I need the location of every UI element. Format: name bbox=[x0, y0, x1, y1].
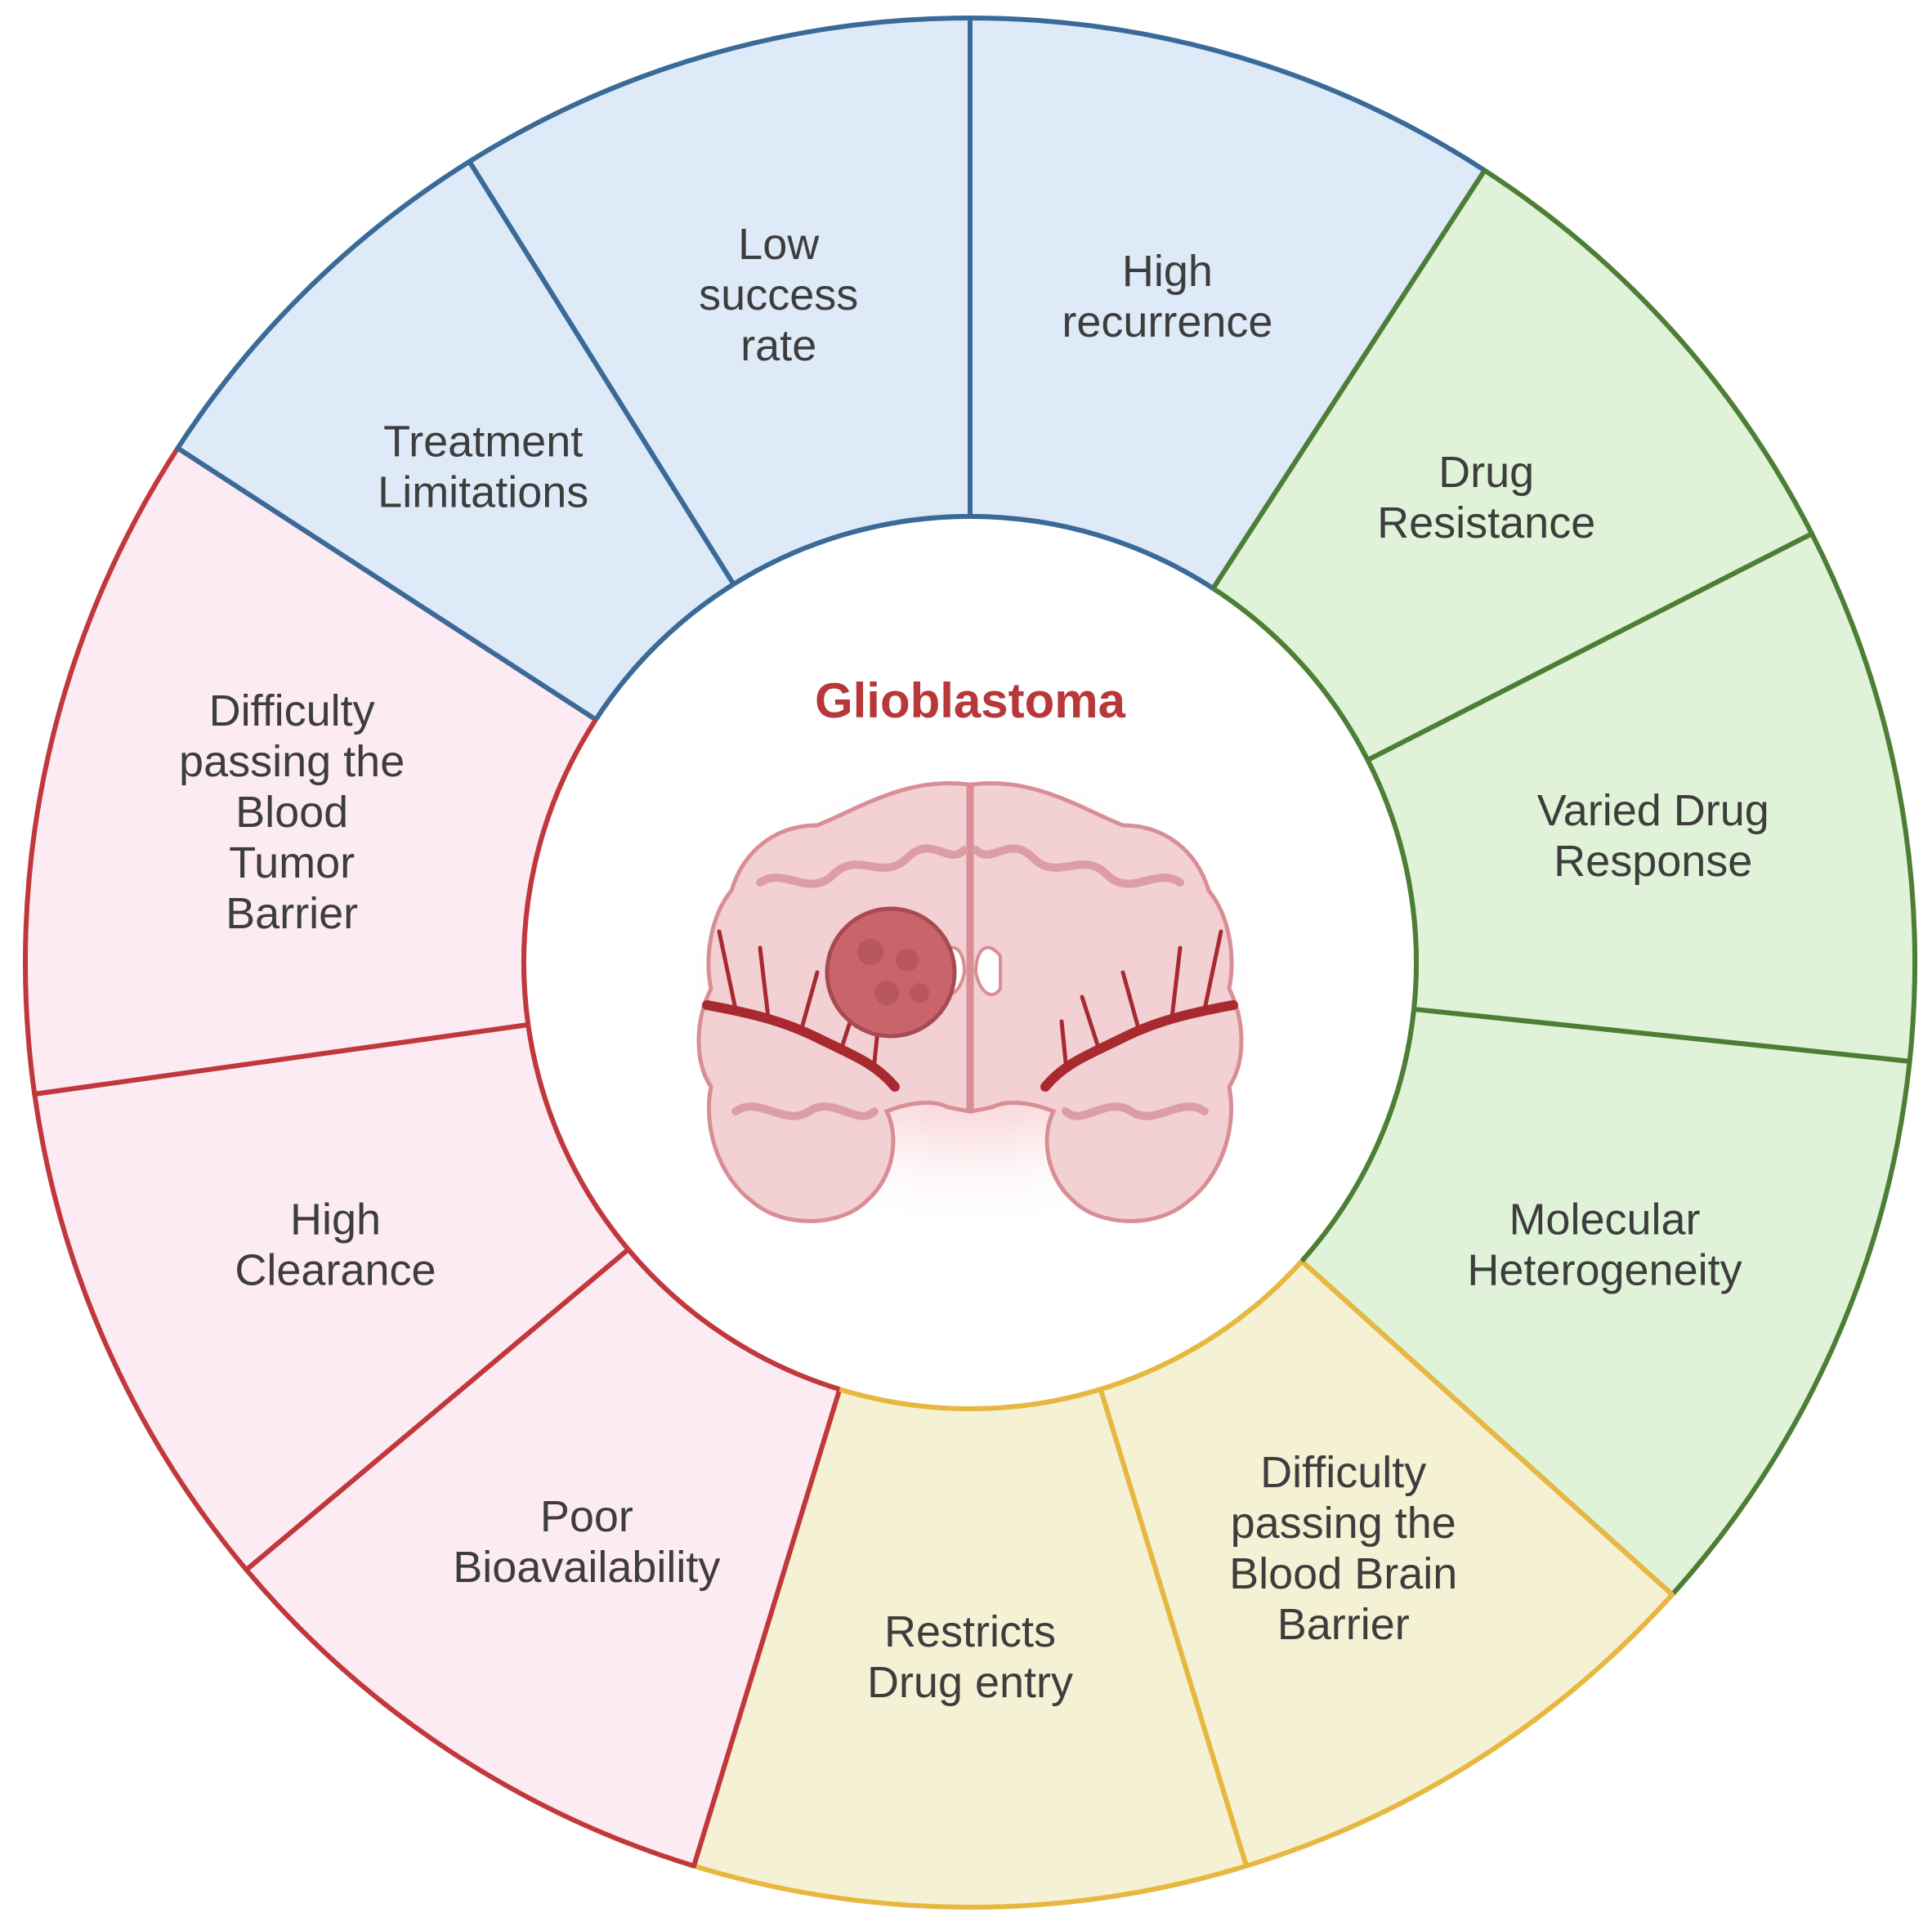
segment-label-line: recurrence bbox=[1062, 297, 1272, 346]
inner-border-6 bbox=[839, 1387, 1102, 1411]
inner-ring-borders bbox=[521, 514, 1419, 1411]
segment-label-line: Poor bbox=[540, 1492, 633, 1541]
segment-label-line: success bbox=[699, 270, 858, 320]
segment-label-line: Varied Drug bbox=[1537, 786, 1769, 835]
segment-label-line: Barrier bbox=[1277, 1600, 1410, 1649]
brain-with-tumor-icon bbox=[676, 760, 1264, 1234]
inner-border-7 bbox=[626, 1248, 841, 1392]
tumor-icon bbox=[825, 906, 957, 1039]
segment-label-line: High bbox=[1122, 247, 1213, 296]
segment-label-line: Heterogeneity bbox=[1467, 1246, 1742, 1295]
inner-border-4 bbox=[1299, 1008, 1416, 1263]
inner-border-2 bbox=[1211, 586, 1371, 762]
segments-layer bbox=[23, 16, 1917, 1910]
inner-border-5 bbox=[1099, 1259, 1304, 1392]
center-title: Glioblastoma bbox=[815, 673, 1126, 728]
segment-label-line: Response bbox=[1554, 837, 1752, 886]
inner-border-11 bbox=[732, 514, 971, 587]
inner-border-10 bbox=[593, 582, 736, 722]
segment-label-line: passing the bbox=[179, 737, 405, 786]
segment-label-line: Bioavailability bbox=[453, 1543, 720, 1592]
segment-label-line: Blood bbox=[235, 788, 348, 837]
segment-label-line: Clearance bbox=[235, 1246, 436, 1295]
segment-label-line: High bbox=[290, 1195, 381, 1245]
segment-label-line: Low bbox=[738, 220, 820, 269]
segment-label-line: Limitations bbox=[378, 468, 588, 517]
segment-label-line: Barrier bbox=[226, 889, 358, 938]
segment-label-line: Restricts bbox=[884, 1607, 1056, 1656]
segment-label-line: Resistance bbox=[1377, 498, 1595, 547]
segment-label-line: rate bbox=[740, 321, 816, 370]
segment-label-line: passing the bbox=[1231, 1499, 1456, 1548]
inner-border-3 bbox=[1365, 758, 1419, 1010]
inner-border-8 bbox=[525, 1024, 631, 1251]
segment-label-line: Blood Brain bbox=[1229, 1549, 1457, 1598]
segment-label-line: Tumor bbox=[229, 838, 355, 887]
inner-border-1 bbox=[969, 514, 1215, 591]
segment-label-line: Difficulty bbox=[209, 686, 375, 735]
segment-label-line: Drug bbox=[1438, 448, 1534, 497]
segment-label-line: Treatment bbox=[383, 418, 583, 467]
segment-label-line: Difficulty bbox=[1260, 1448, 1426, 1497]
segment-label-line: Drug entry bbox=[867, 1658, 1073, 1707]
segment-label-line: Molecular bbox=[1509, 1195, 1700, 1245]
inner-border-9 bbox=[521, 717, 598, 1026]
